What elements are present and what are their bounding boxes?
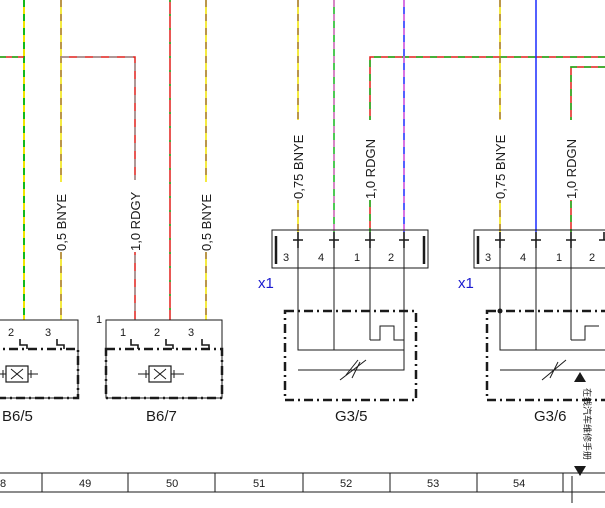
- column-number: 54: [513, 478, 525, 490]
- column-number: 51: [253, 478, 265, 490]
- side-watermark: 在线汽车维修手册: [574, 372, 593, 476]
- wire-label: 0,75 BNYE: [493, 134, 508, 199]
- pin-label: 2: [388, 252, 394, 264]
- wire-label: 0,5 BNYE: [199, 194, 214, 251]
- column-number: 52: [340, 478, 352, 490]
- pin-label: 2: [8, 327, 14, 339]
- pin-label: 2: [154, 327, 160, 339]
- column-number: 53: [427, 478, 439, 490]
- component-label-g36: G3/6: [534, 408, 567, 425]
- column-number: 50: [166, 478, 178, 490]
- pin-label: 1: [556, 252, 562, 264]
- triangle-down-icon: [574, 466, 586, 476]
- pin-label: 3: [485, 252, 491, 264]
- pin-label: 3: [188, 327, 194, 339]
- wire-label: 0,5 BNYE: [54, 194, 69, 251]
- pin-label: 3: [283, 252, 289, 264]
- wire-label: 1,0 RDGN: [564, 139, 579, 199]
- wire-rdgy-b67-pin1: [61, 56, 136, 320]
- component-g36: 3 4 1 2 x1 G3/6: [458, 229, 605, 425]
- wire-label: 1,0 RDGY: [128, 191, 143, 251]
- component-g35: 3 4 1 2 x1 G3/5: [258, 229, 429, 425]
- pin-label: 4: [520, 252, 526, 264]
- connector-label-x1: x1: [258, 275, 274, 292]
- connector-label-x1: x1: [458, 275, 474, 292]
- component-b65: 2 3 B6/5: [0, 319, 80, 425]
- component-b67: 1 1 2 3 B6/7: [96, 314, 224, 425]
- variable-element-icon: [345, 359, 359, 376]
- component-label-b65: B6/5: [2, 408, 33, 425]
- wire-label-group: 0,5 BNYE 1,0 RDGY 0,5 BNYE 0,75 BNYE 1,0…: [53, 120, 579, 252]
- pin-label: 3: [45, 327, 51, 339]
- pin-label: 2: [589, 252, 595, 264]
- component-label-b67: B6/7: [146, 408, 177, 425]
- triangle-up-icon: [574, 372, 586, 382]
- side-text: 在线汽车维修手册: [582, 388, 593, 460]
- column-grid: 8 49 50 51 52 53 54: [0, 472, 605, 503]
- column-number: 8: [0, 478, 6, 490]
- wire-label: 0,75 BNYE: [291, 134, 306, 199]
- pin-marker: 1: [96, 314, 102, 326]
- pin-label: 1: [354, 252, 360, 264]
- pin-label: 1: [120, 327, 126, 339]
- pin-label: 4: [318, 252, 324, 264]
- component-label-g35: G3/5: [335, 408, 368, 425]
- wire-label: 1,0 RDGN: [363, 139, 378, 199]
- column-number: 49: [79, 478, 91, 490]
